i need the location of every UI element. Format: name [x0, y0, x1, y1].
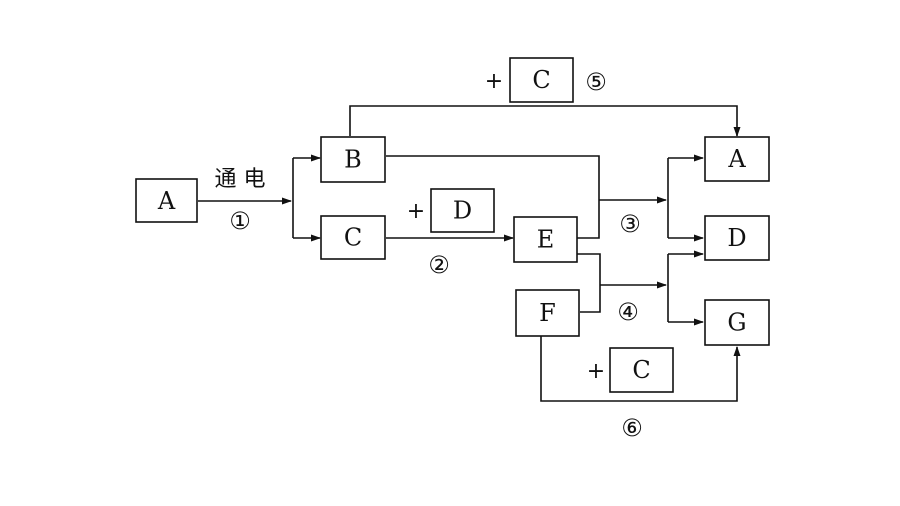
- step-5-label: ⑤: [585, 68, 607, 96]
- arrow-b-to-a-step5: [349, 105, 741, 137]
- box-d-reagent-label: D: [453, 197, 472, 225]
- box-c-reagent-bottom-label: C: [632, 356, 650, 384]
- step-3-label: ③: [619, 210, 641, 238]
- energize-label: 通 电: [215, 167, 266, 192]
- box-b: B: [320, 136, 386, 183]
- step-6-label: ⑥: [621, 414, 643, 442]
- box-d-reagent: D: [430, 188, 495, 233]
- line-b-e-join: [386, 155, 600, 239]
- box-e-label: E: [537, 226, 555, 254]
- box-a-start-label: A: [157, 187, 176, 215]
- box-d-out: D: [704, 215, 770, 261]
- box-g-out-label: G: [727, 309, 746, 337]
- box-c-mid: C: [320, 215, 386, 260]
- box-c-reagent-top-label: C: [532, 66, 550, 94]
- step-1-label: ①: [229, 207, 251, 235]
- box-g-out: G: [704, 299, 770, 346]
- box-b-label: B: [344, 146, 362, 174]
- plus-sign-mid: +: [407, 199, 425, 224]
- box-f-label: F: [539, 299, 556, 327]
- box-a-start: A: [135, 178, 198, 223]
- connectors: [198, 105, 741, 402]
- step-2-label: ②: [428, 251, 450, 279]
- box-d-out-label: D: [727, 224, 746, 252]
- box-a-out: A: [704, 136, 770, 182]
- box-c-reagent-top: C: [509, 57, 574, 103]
- step-4-label: ④: [617, 298, 639, 326]
- box-c-reagent-bottom: C: [609, 347, 674, 393]
- box-e: E: [513, 216, 578, 263]
- box-f: F: [515, 289, 580, 337]
- plus-sign-bottom: +: [587, 359, 605, 384]
- box-a-out-label: A: [727, 145, 746, 173]
- line-e-f-join: [577, 253, 601, 313]
- box-c-mid-label: C: [344, 224, 362, 252]
- arrow-f-to-g-step6: [540, 336, 741, 402]
- plus-sign-top: +: [485, 69, 503, 94]
